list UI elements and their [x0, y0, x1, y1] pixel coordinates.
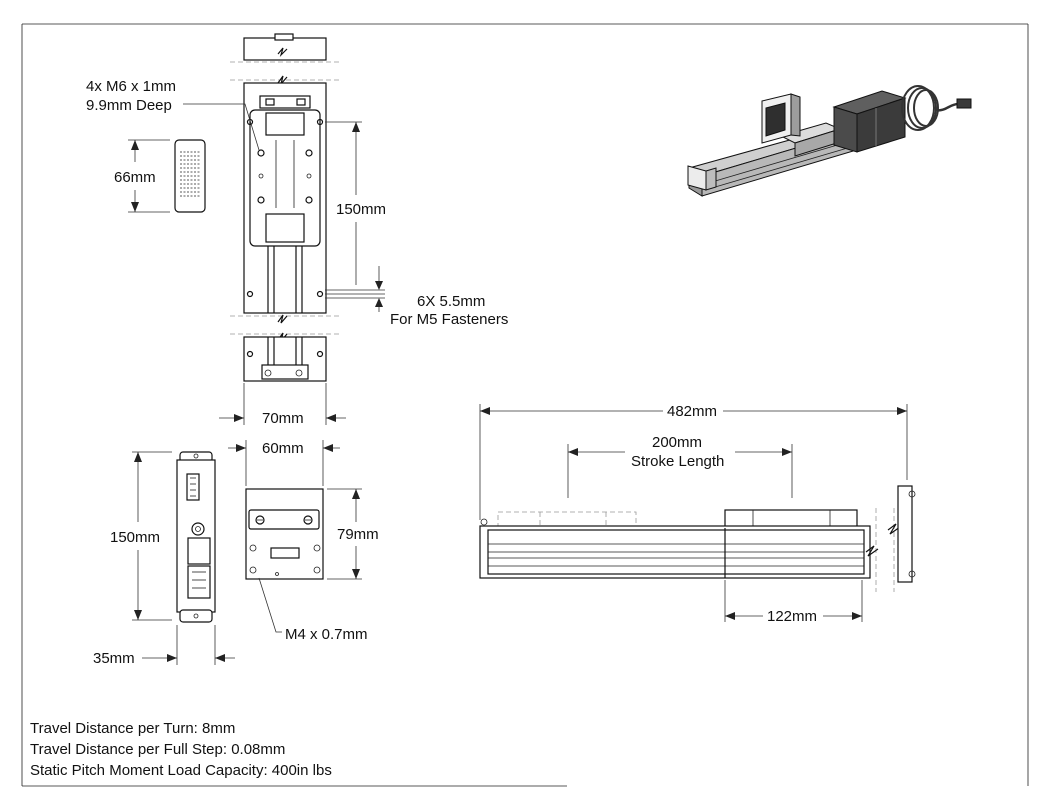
mount-hole — [316, 118, 324, 126]
break-symbol-top — [277, 47, 288, 58]
spec-notes: Travel Distance per Turn: 8mm Travel Dis… — [30, 720, 332, 779]
stroke-length-label: Stroke Length — [631, 453, 724, 470]
carriage-offset-label: 122mm — [767, 608, 817, 625]
tapped-hole — [257, 149, 265, 157]
driver-width-label: 35mm — [93, 650, 135, 667]
end-view: M4 x 0.7mm 60mm 79mm — [228, 440, 379, 643]
mount-hole-callout-line1: 6X 5.5mm — [417, 293, 485, 310]
mount-hole — [246, 350, 254, 358]
width-label: 70mm — [262, 410, 304, 427]
driver-height-label: 150mm — [110, 529, 160, 546]
mount-hole — [246, 290, 254, 298]
mount-hole — [316, 290, 324, 298]
connector-height-label: 66mm — [114, 169, 156, 186]
mount-hole — [316, 350, 324, 358]
tapped-hole — [257, 196, 265, 204]
break-symbol-bottom — [277, 314, 288, 324]
thread-callout-label: M4 x 0.7mm — [285, 626, 368, 643]
connector-cover — [174, 139, 206, 213]
mount-hole-callout-line2: For M5 Fasteners — [390, 311, 508, 328]
hole-spacing-label: 150mm — [336, 201, 386, 218]
end-height-label: 79mm — [337, 526, 379, 543]
tap-callout-line1: 4x M6 x 1mm — [86, 78, 176, 95]
spec-travel-per-step: Travel Distance per Full Step: 0.08mm — [30, 741, 285, 758]
spec-travel-per-turn: Travel Distance per Turn: 8mm — [30, 720, 235, 737]
isometric-render — [687, 85, 972, 197]
side-view: 482mm 200mm Stroke Length 122mm — [479, 403, 916, 625]
overall-length-label: 482mm — [667, 403, 717, 420]
break-symbol-top-2 — [277, 75, 288, 85]
tap-callout-line2: 9.9mm Deep — [86, 97, 172, 114]
top-view: 4x M6 x 1mm 9.9mm Deep 66mm 150mm 6X 5.5… — [86, 33, 508, 427]
drawing-frame — [21, 23, 1029, 787]
driver-view: 150mm 35mm — [93, 451, 235, 667]
tapped-hole — [305, 149, 313, 157]
spec-pitch-moment: Static Pitch Moment Load Capacity: 400in… — [30, 762, 332, 779]
tapped-hole — [305, 196, 313, 204]
stroke-value-label: 200mm — [652, 434, 702, 451]
end-width-label: 60mm — [262, 440, 304, 457]
